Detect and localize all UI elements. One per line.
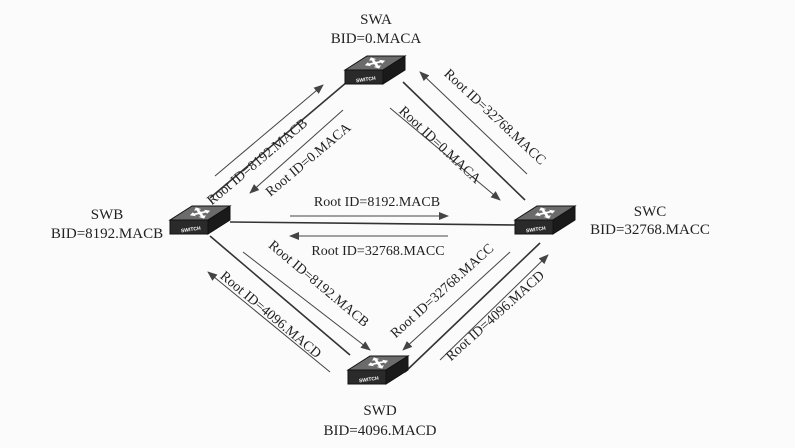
arrow-d-to-c (439, 254, 549, 361)
link-swb-swd (209, 235, 351, 356)
links (209, 81, 541, 373)
msg-c-to-b: Root ID=32768.MACC (311, 244, 444, 259)
switch-badge: SWITCH (356, 76, 377, 85)
arrow-a-to-c (389, 107, 501, 201)
switch-badge: SWITCH (526, 226, 547, 235)
switch-swc: SWITCH (514, 204, 576, 235)
message-labels: Root ID=8192.MACB Root ID=0.MACA Root ID… (205, 67, 549, 365)
link-swc-swd (404, 242, 541, 373)
swa-name: SWA (360, 12, 392, 28)
arrow-c-to-a (419, 71, 528, 175)
link-swb-swc (229, 221, 519, 226)
switch-swa: SWITCH (344, 54, 406, 85)
swc-bid: BID=32768.MACC (590, 222, 710, 238)
arrow-b-to-d (242, 251, 371, 351)
switch-swd: SWITCH (347, 354, 409, 385)
link-swa-swc (402, 81, 526, 201)
switch-badge: SWITCH (181, 226, 202, 235)
switch-labels: SWA BID=0.MACA SWB BID=8192.MACB SWC BID… (51, 12, 710, 439)
msg-a-to-b: Root ID=0.MACA (263, 120, 354, 200)
swa-bid: BID=0.MACA (331, 31, 422, 47)
swd-bid: BID=4096.MACD (323, 423, 436, 439)
link-swa-swb (209, 81, 348, 199)
msg-b-to-c: Root ID=8192.MACB (314, 195, 440, 210)
swb-bid: BID=8192.MACB (51, 226, 163, 242)
switch-swb: SWITCH (169, 204, 231, 235)
arrow-c-to-d (402, 251, 511, 351)
switch-badge: SWITCH (359, 376, 380, 385)
arrow-d-to-b (207, 271, 331, 373)
message-arrows (207, 71, 549, 373)
swd-name: SWD (363, 403, 397, 419)
swc-name: SWC (634, 204, 667, 220)
swb-name: SWB (91, 207, 124, 223)
arrow-a-to-b (249, 109, 344, 194)
arrow-b-to-a (214, 84, 324, 177)
